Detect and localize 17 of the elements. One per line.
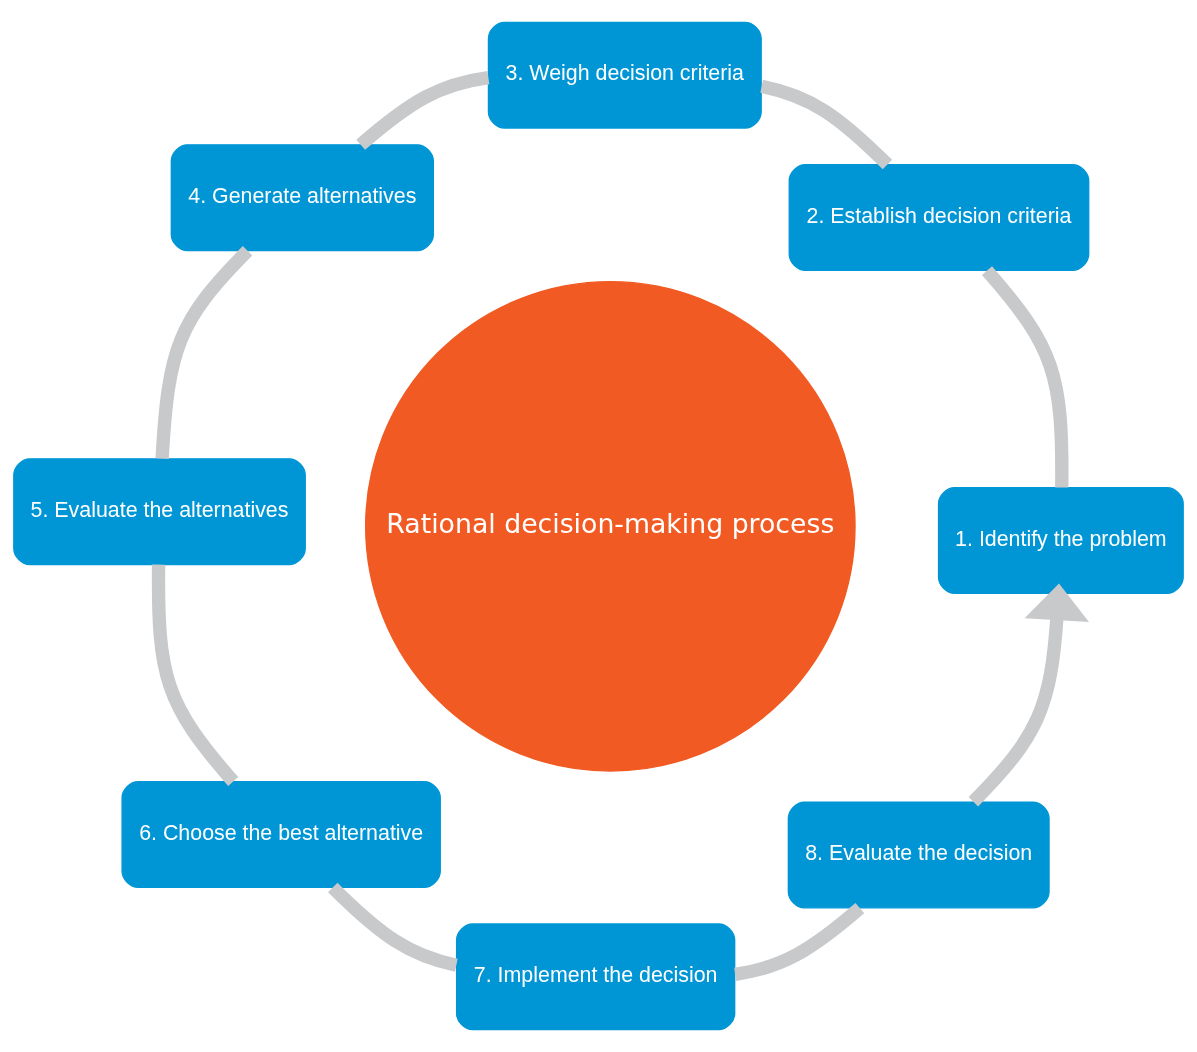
node-box: 4. Generate alternatives xyxy=(170,144,434,252)
connector xyxy=(155,246,253,460)
connector xyxy=(356,70,490,150)
connector xyxy=(734,903,865,981)
connector xyxy=(760,79,893,170)
connector xyxy=(981,266,1069,488)
node-box: 1. Identify the problem xyxy=(937,486,1184,594)
node-box: 6. Choose the best alternative xyxy=(121,781,441,889)
node-box: 5. Evaluate the alternatives xyxy=(13,458,306,566)
connector xyxy=(151,564,239,786)
arrow xyxy=(968,583,1090,807)
node-box: 8. Evaluate the decision xyxy=(787,801,1050,909)
node-box: 2. Establish decision criteria xyxy=(788,164,1090,272)
node-box: 7. Implement the decision xyxy=(455,923,736,1031)
connector xyxy=(328,882,458,972)
node-box: 3. Weigh decision criteria xyxy=(487,21,762,129)
node-circle: Rational decision-making process xyxy=(364,280,856,772)
